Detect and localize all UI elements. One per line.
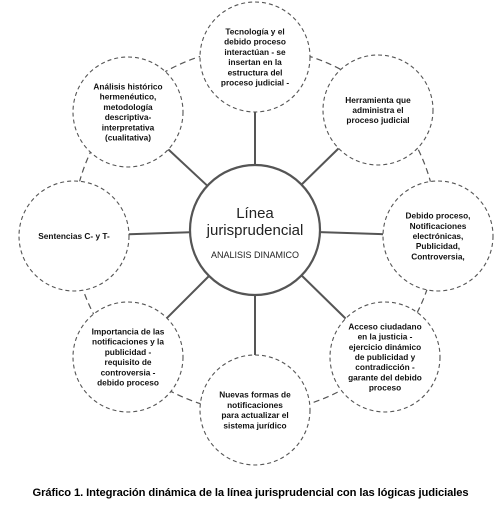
node-text-line: Notificaciones [410, 221, 467, 231]
spoke-importancia [166, 275, 210, 319]
node-text-line: para actualizar el [221, 410, 288, 420]
spoke-herramienta [300, 147, 340, 186]
figure-caption: Gráfico 1. Integración dinámica de la lí… [32, 487, 469, 499]
node-text-line: electrónicas, [413, 231, 464, 241]
node-text-line: estructura del [228, 67, 283, 77]
node-analisis-historico: Análisis históricohermenéutico,metodolog… [72, 56, 184, 168]
spoke-analisis-historico [167, 148, 209, 187]
node-text-line: (cualitativa) [105, 133, 151, 143]
spoke-acceso-ciudadano [300, 274, 347, 320]
node-text-line: Nuevas formas de [219, 390, 291, 400]
node-text-line: debido proceso [97, 378, 159, 388]
center-subtitle: ANALISIS DINAMICO [211, 250, 299, 260]
node-sentencias: Sentencias C- y T- [18, 180, 130, 292]
center-title-line: Línea [236, 205, 274, 222]
node-circle [322, 54, 434, 166]
node-text-line: Sentencias C- y T- [38, 231, 110, 241]
node-text-line: metodología [103, 102, 153, 112]
node-text-line: Tecnología y el [225, 27, 284, 37]
node-circle [382, 180, 494, 292]
node-circle [199, 1, 311, 113]
node-text-line: Debido proceso, [405, 211, 470, 221]
node-text-line: ejercicio dinámico [349, 342, 421, 352]
node-text-line: Análisis histórico [93, 82, 162, 92]
node-text-line: Importancia de las [92, 327, 165, 337]
node-debido-proceso: Debido proceso,Notificacioneselectrónica… [382, 180, 494, 292]
node-text-line: de publicidad y [355, 352, 416, 362]
node-text-line: notificaciones y la [92, 337, 164, 347]
node-text-line: proceso judicial [346, 115, 409, 125]
node-text-line: hermenéutico, [100, 92, 157, 102]
node-circle [72, 301, 184, 413]
node-text-line: interpretativa [102, 122, 155, 132]
node-circle [72, 56, 184, 168]
node-text-line: interactúan - se [224, 47, 286, 57]
node-text-line: proceso judicial - [221, 78, 289, 88]
node-text-line: controversia - [101, 367, 156, 377]
node-text-line: sistema jurídico [223, 420, 286, 430]
spoke-debido-proceso [319, 231, 384, 236]
node-text-line: insertan en la [228, 57, 282, 67]
node-text-line: contradicción - [355, 362, 415, 372]
node-circle [199, 354, 311, 466]
node-text-line: en la justicia - [358, 332, 413, 342]
node-text-line: proceso [369, 383, 401, 393]
node-text-line: Herramienta que [345, 95, 411, 105]
node-text-line: descriptiva- [105, 112, 152, 122]
node-text-line: garante del debido [348, 372, 422, 382]
node-text-line: Acceso ciudadano [348, 321, 421, 331]
node-circle [18, 180, 130, 292]
center-title-line: jurisprudencial [206, 222, 304, 239]
node-text-line: debido proceso [224, 37, 286, 47]
node-text-line: notificaciones [227, 400, 283, 410]
node-text-line: Controversia, [411, 251, 464, 261]
node-text-line: publicidad - [105, 347, 152, 357]
connector-lines [128, 112, 384, 355]
node-text-line: requisito de [104, 357, 151, 367]
spoke-sentencias [128, 231, 191, 236]
center-circle [188, 163, 322, 297]
node-circle [329, 301, 441, 413]
node-text-line: Publicidad, [416, 241, 460, 251]
node-text-line: administra el [352, 105, 403, 115]
